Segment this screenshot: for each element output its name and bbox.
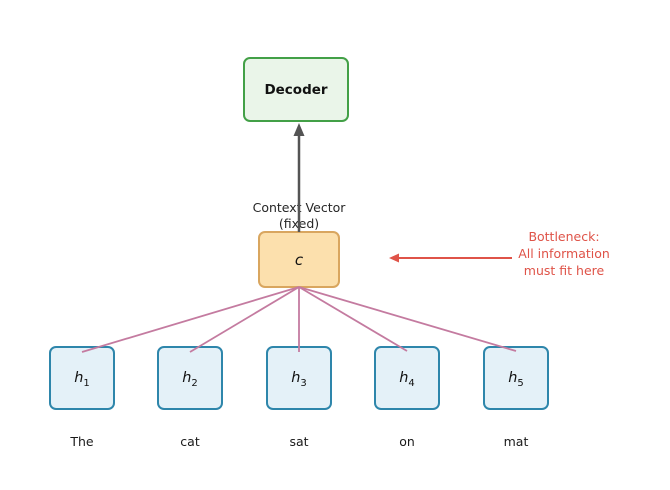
hidden-state-label-5: h5 [508,370,524,389]
connector-line-5 [298,286,517,352]
decoder-label: Decoder [264,81,328,98]
context-caption-line2: (fixed) [278,216,320,231]
context-vector-label: c [294,250,304,269]
input-word-4: on [399,434,415,449]
hidden-state-label-2: h2 [182,370,198,389]
bottleneck-annotation-line3: must fit here [523,263,605,278]
context-to-decoder-arrowhead-icon [293,123,305,136]
bottleneck-annotation: Bottleneck: All information must fit her… [512,228,616,279]
hidden-state-label-4: h4 [399,370,415,389]
hidden-state-label-3: h3 [291,370,307,389]
input-word-2: cat [180,434,200,449]
connector-line-4 [298,286,408,352]
input-word-3: sat [289,434,309,449]
connector-line-1 [81,286,300,353]
bottleneck-annotation-line2: All information [518,246,610,261]
hidden-state-box-2: h2 [157,346,223,410]
connector-line-2 [189,286,300,353]
hidden-state-box-1: h1 [49,346,115,410]
decoder-box: Decoder [243,57,349,122]
hidden-state-label-1: h1 [74,370,90,389]
hidden-state-box-4: h4 [374,346,440,410]
hidden-state-box-5: h5 [483,346,549,410]
bottleneck-annotation-line1: Bottleneck: [528,229,600,244]
context-caption-line1: Context Vector [252,200,346,215]
input-word-1: The [70,434,94,449]
context-vector-box: c [258,231,340,288]
bottleneck-arrowhead-icon [389,253,399,263]
input-word-5: mat [503,434,529,449]
hidden-state-box-3: h3 [266,346,332,410]
context-caption: Context Vector (fixed) [229,200,369,232]
